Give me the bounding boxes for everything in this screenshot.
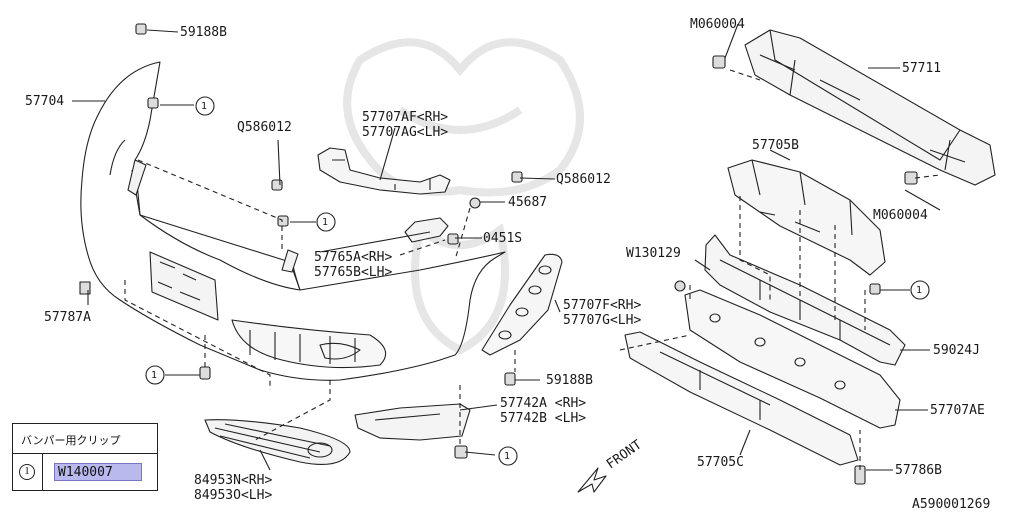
label-59024J: 59024J — [933, 343, 980, 358]
label-57707AG: 57707AG<LH> — [362, 125, 449, 140]
label-Q586012-a: Q586012 — [237, 120, 292, 135]
callout-circles — [145, 96, 930, 466]
label-M060004-b: M060004 — [873, 208, 928, 223]
label-84953O: 84953O<LH> — [194, 488, 273, 503]
callout-1-b: 1 — [322, 217, 329, 228]
watermark — [343, 38, 584, 355]
label-57765A: 57765A<RH> — [314, 250, 393, 265]
lower-cover-57707AE — [684, 289, 901, 429]
label-59188B-top: 59188B — [180, 25, 227, 40]
under-cover-57742 — [354, 403, 471, 441]
side-garnish-57707F — [481, 253, 563, 356]
label-57705B: 57705B — [752, 138, 799, 153]
label-0451S: 0451S — [483, 231, 523, 246]
callout-1-d: 1 — [504, 451, 511, 462]
support-bracket-59024J — [704, 234, 906, 366]
bracket-57765 — [404, 217, 449, 243]
callout-1-e: 1 — [916, 285, 923, 296]
label-57707AE: 57707AE — [930, 403, 985, 418]
label-Q586012-b: Q586012 — [556, 172, 611, 187]
energy-absorber-57705B — [727, 159, 886, 276]
label-57707G: 57707G<LH> — [563, 313, 642, 328]
legend-number-circle: 1 — [19, 464, 35, 480]
bumper-bracket-57707AF — [317, 147, 451, 195]
label-59188B-bottom: 59188B — [546, 373, 593, 388]
label-57742B: 57742B <LH> — [500, 411, 587, 426]
fog-cover-84953 — [204, 419, 351, 465]
callout-1-a: 1 — [201, 101, 208, 112]
reinforcement-beam-57711 — [744, 29, 996, 186]
front-arrow-icon — [577, 467, 607, 493]
legend-divider — [42, 454, 43, 490]
lower-absorber-57705C — [624, 331, 859, 466]
label-57765B: 57765B<LH> — [314, 265, 393, 280]
label-57704: 57704 — [25, 94, 65, 109]
label-M060004-a: M060004 — [690, 17, 745, 32]
legend-title: バンパー用クリップ — [21, 434, 121, 447]
label-84953N: 84953N<RH> — [194, 473, 273, 488]
label-57787A: 57787A — [44, 310, 91, 325]
legend-header: バンパー用クリップ — [13, 424, 157, 454]
legend-part-number[interactable]: W140007 — [54, 463, 142, 481]
label-57707AF: 57707AF<RH> — [362, 110, 449, 125]
callout-1-c: 1 — [151, 370, 158, 381]
label-57742A: 57742A <RH> — [500, 396, 587, 411]
assembly-dashed-lines — [124, 69, 941, 470]
label-57705C: 57705C — [697, 455, 744, 470]
fasteners — [79, 23, 918, 485]
label-45687: 45687 — [508, 195, 548, 210]
label-57711: 57711 — [902, 61, 942, 76]
label-W130129: W130129 — [626, 246, 681, 261]
leader-lines — [72, 23, 941, 471]
clip-legend-table: バンパー用クリップ — [12, 423, 158, 491]
label-57786B: 57786B — [895, 463, 942, 478]
front-bumper-57704 — [80, 61, 506, 381]
label-57707F: 57707F<RH> — [563, 298, 642, 313]
diagram-reference-number: A590001269 — [912, 497, 991, 512]
